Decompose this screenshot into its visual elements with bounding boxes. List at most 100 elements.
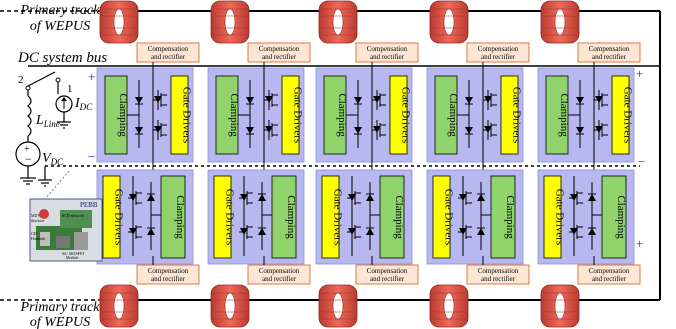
rectifier-label: and rectifier	[151, 53, 186, 61]
gate-drivers-box-label: Gate Drivers	[554, 189, 566, 246]
i-dc-label: IDC	[74, 96, 93, 112]
rectifier-label: and rectifier	[151, 275, 186, 283]
gate-drivers-box-label: Gate Drivers	[181, 87, 193, 144]
compensation-label: Compensation	[367, 267, 408, 275]
compensation-label: Compensation	[589, 45, 630, 53]
switch-node-1: 1	[67, 83, 73, 95]
rectifier-label: and rectifier	[481, 53, 516, 61]
v-dc-label: VDC	[42, 151, 64, 167]
bottom-compensation-rectifier: Compensationand rectifier	[578, 265, 640, 284]
gate-drivers-box-label: Gate Drivers	[511, 87, 523, 144]
clamping-box-label: Clamping	[615, 195, 627, 239]
clamping-box: Clamping	[105, 76, 129, 154]
rectifier-label: and rectifier	[370, 53, 405, 61]
clamping-box: Clamping	[435, 76, 459, 154]
clamping-box: Clamping	[216, 76, 240, 154]
primary-coil-bottom	[211, 285, 249, 327]
compensation-label: Compensation	[259, 45, 300, 53]
gate-drivers-box: Gate Drivers	[612, 76, 634, 154]
clamping-box: Clamping	[602, 176, 627, 258]
primary-coil-bottom	[541, 285, 579, 327]
clamping-box: Clamping	[272, 176, 297, 258]
clamping-box: Clamping	[324, 76, 348, 154]
negative-marker: −	[88, 149, 95, 164]
rectifier-label: and rectifier	[592, 275, 627, 283]
primary-coil-top	[541, 1, 579, 43]
switch-node-2: 2	[18, 74, 24, 86]
svg-text:Module: Module	[66, 255, 79, 260]
negative-marker: −	[638, 154, 645, 169]
primary-coil-top	[211, 1, 249, 43]
gate-drivers-box: Gate Drivers	[390, 76, 412, 154]
primary-track-top-label-2: of WEPUS	[30, 19, 90, 34]
gate-drivers-box-label: Gate Drivers	[113, 189, 125, 246]
compensation-label: Compensation	[478, 45, 519, 53]
bottom-compensation-rectifier: Compensationand rectifier	[137, 265, 199, 284]
rectifier-label: and rectifier	[592, 53, 627, 61]
primary-coil-top	[100, 1, 138, 43]
positive-marker: +	[88, 69, 95, 84]
rectifier-label: and rectifier	[370, 275, 405, 283]
clamping-box: Clamping	[161, 176, 186, 258]
primary-coil-top	[430, 1, 468, 43]
gate-drivers-box-label: Gate Drivers	[292, 87, 304, 144]
gate-drivers-box-label: Gate Drivers	[443, 189, 455, 246]
pebb-photo-inset: PEBB MDV thyristor GD Heatsink SCD netwo…	[30, 199, 102, 261]
clamping-box: Clamping	[491, 176, 516, 258]
gate-drivers-box-label: Gate Drivers	[224, 189, 236, 246]
primary-coil-bottom	[430, 285, 468, 327]
rectifier-label: and rectifier	[481, 275, 516, 283]
clamping-box: Clamping	[380, 176, 405, 258]
svg-text:Heatsink: Heatsink	[31, 236, 45, 241]
gate-drivers-box-label: Gate Drivers	[332, 189, 344, 246]
clamping-box: Clamping	[546, 76, 570, 154]
positive-marker: +	[636, 236, 643, 251]
primary-track-top-label-1: Primary track	[20, 3, 101, 18]
svg-text:SCD network: SCD network	[62, 213, 84, 218]
clamping-box-label: Clamping	[504, 195, 516, 239]
gate-drivers-box-label: Gate Drivers	[400, 87, 412, 144]
positive-marker: +	[636, 66, 643, 81]
compensation-label: Compensation	[367, 45, 408, 53]
compensation-label: Compensation	[589, 267, 630, 275]
primary-track-bottom-label-2: of WEPUS	[30, 315, 90, 329]
rectifier-label: and rectifier	[262, 53, 297, 61]
svg-text:−: −	[25, 152, 32, 166]
dc-system-bus-label: DC system bus	[17, 50, 107, 66]
svg-text:thyristor: thyristor	[31, 218, 45, 223]
clamping-box-label: Clamping	[393, 195, 405, 239]
primary-coil-top	[319, 1, 357, 43]
clamping-box-label: Clamping	[174, 195, 186, 239]
line-inductor	[28, 96, 31, 136]
gate-drivers-box: Gate Drivers	[501, 76, 523, 154]
compensation-label: Compensation	[478, 267, 519, 275]
gate-drivers-box-label: Gate Drivers	[622, 87, 634, 144]
primary-track-bottom-label-1: Primary track	[20, 300, 101, 315]
l-line-label: LLine	[35, 113, 60, 129]
clamping-box-label: Clamping	[285, 195, 297, 239]
compensation-label: Compensation	[148, 267, 189, 275]
rectifier-label: and rectifier	[262, 275, 297, 283]
gate-drivers-box: Gate Drivers	[282, 76, 304, 154]
pebb-title: PEBB	[80, 201, 98, 209]
compensation-label: Compensation	[148, 45, 189, 53]
gate-drivers-box: Gate Drivers	[171, 76, 193, 154]
